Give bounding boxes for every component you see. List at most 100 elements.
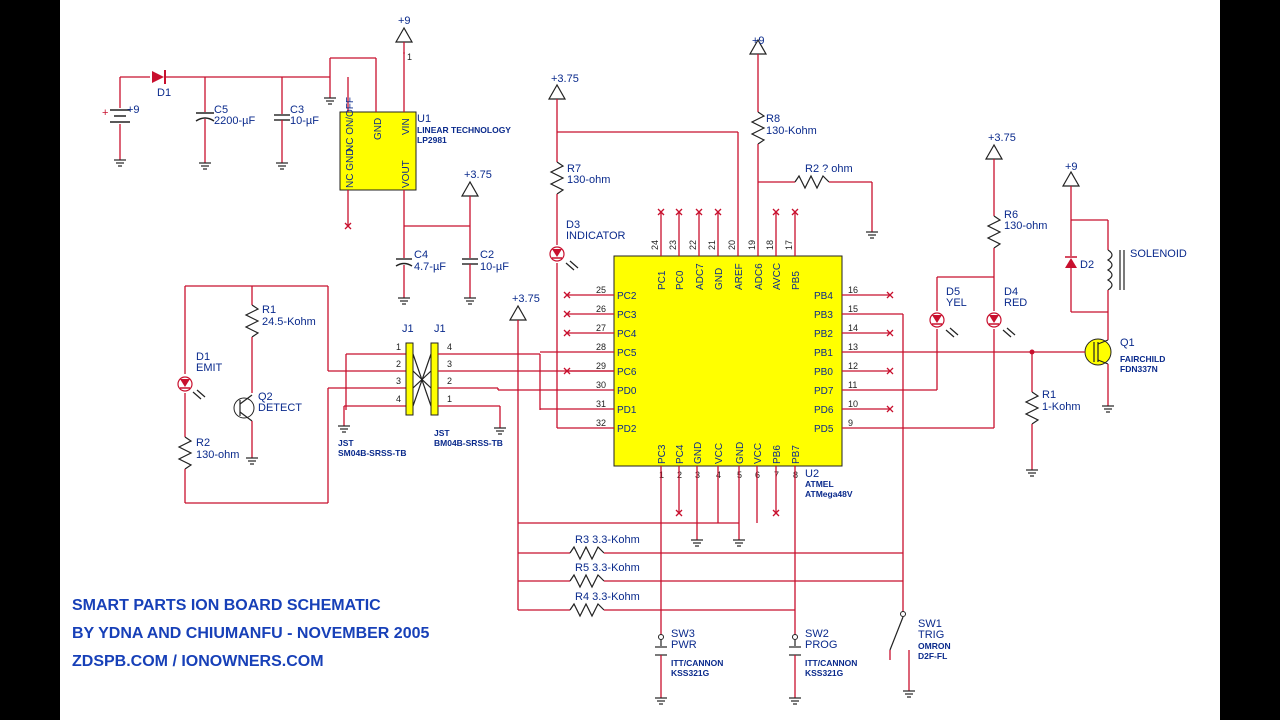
d3-label: D3 — [566, 219, 580, 231]
d5-label: D5 — [946, 286, 960, 298]
u2-pin-labels: PC124PC023ADC722GND21AREF20ADC619AVCC18P… — [498, 208, 894, 480]
jst1-part: SM04B-SRSS-TB — [338, 448, 406, 458]
u2-pin-name-avcc: AVCC — [772, 263, 783, 290]
u2-pin-num-13: 13 — [848, 342, 858, 352]
pullup-plus375-label: +3.75 — [512, 293, 540, 305]
u2-pin-name-adc7: ADC7 — [695, 263, 706, 290]
u2-pin-name-pd7: PD7 — [814, 386, 834, 397]
output-section: +3.75 R6 130-ohm D5 YEL D4 RED +9 — [842, 132, 1187, 612]
u2-pin-name-b-vcc-6: VCC — [753, 443, 764, 464]
j1-right-pin-3: 3 — [447, 359, 452, 369]
u2-pin-name-gnd: GND — [714, 268, 725, 290]
u2-pin-name-pb2: PB2 — [814, 329, 833, 340]
sw3-manufacturer: ITT/CANNON — [671, 658, 723, 668]
u2-pin-num-16: 16 — [848, 285, 858, 295]
c2-label: C2 — [480, 249, 494, 261]
u2-part: ATMega48V — [805, 489, 853, 499]
u1-label: U1 — [417, 113, 431, 125]
r8-value: 130-Kohm — [766, 125, 817, 137]
q1-part: FDN337N — [1120, 364, 1158, 374]
u1-pin-nc-onoff: NC ON/OFF — [345, 97, 356, 152]
u2-pin-num-20: 20 — [727, 240, 737, 250]
u2-pin-num-15: 15 — [848, 304, 858, 314]
u2-pin-name-pc6: PC6 — [617, 367, 637, 378]
j1-left-pin-4: 4 — [396, 394, 401, 404]
r5-label: R5 3.3-Kohm — [575, 562, 640, 574]
solenoid-plus9-label: +9 — [1065, 161, 1078, 173]
u2-pin-num-12: 12 — [848, 361, 858, 371]
j1-left-pin-2: 2 — [396, 359, 401, 369]
u2-pin-num-30: 30 — [596, 380, 606, 390]
c4-label: C4 — [414, 249, 428, 261]
jst2-part: BM04B-SRSS-TB — [434, 438, 503, 448]
u2-pin-name-b-vcc-4: VCC — [714, 443, 725, 464]
sw3-label: SW3 — [671, 628, 695, 640]
title-block: SMART PARTS ION BOARD SCHEMATIC BY YDNA … — [72, 592, 429, 676]
u2-manufacturer: ATMEL — [805, 479, 834, 489]
u2-pin-name-pd6: PD6 — [814, 405, 834, 416]
u2-pin-name-pd2: PD2 — [617, 424, 637, 435]
jst2-label: JST — [434, 428, 450, 438]
u2-pin-name-pb3: PB3 — [814, 310, 833, 321]
j1-left-pin-1: 1 — [396, 342, 401, 352]
sensor-section: R1 24.5-Kohm D1 EMIT R2 130-ohm Q2 DETEC… — [177, 285, 541, 504]
u1-regulator-body — [339, 111, 417, 191]
r4-label: R4 3.3-Kohm — [575, 591, 640, 603]
u2-pin-num-17: 17 — [784, 240, 794, 250]
mcu-u2: PC124PC023ADC722GND21AREF20ADC619AVCC18P… — [498, 35, 894, 499]
c2-value: 10-µF — [480, 261, 509, 273]
u2-pin-num-27: 27 — [596, 323, 606, 333]
u2-pin-name-pb1: PB1 — [814, 348, 833, 359]
u2-pin-num-10: 10 — [848, 399, 858, 409]
title-line-3: ZDSPB.COM / IONOWNERS.COM — [72, 653, 324, 670]
j1-left-label: J1 — [402, 323, 414, 335]
c3-value: 10-µF — [290, 115, 319, 127]
u2-pin-num-21: 21 — [707, 240, 717, 250]
u2-pin-name-b-gnd-5: GND — [735, 442, 746, 464]
u1-pin-nc-gnd: NC GND — [345, 149, 356, 188]
u2-pin-num-29: 29 — [596, 361, 606, 371]
c5-label: C5 — [214, 104, 228, 116]
u2-mcu-body — [613, 255, 843, 467]
j1-right-label: J1 — [434, 323, 446, 335]
u2-pin-name-adc6: ADC6 — [754, 263, 765, 290]
u2-pin-name-pd5: PD5 — [814, 424, 834, 435]
u2-pin-name-b-pb7-8: PB7 — [791, 445, 802, 464]
r3-label: R3 3.3-Kohm — [575, 534, 640, 546]
q1-manufacturer: FAIRCHILD — [1120, 354, 1165, 364]
title-line-2: BY YDNA AND CHIUMANFU - NOVEMBER 2005 — [72, 625, 430, 642]
r1-label: R1 — [262, 304, 276, 316]
r7-value: 130-ohm — [567, 174, 610, 186]
u1-pin-vin: VIN — [401, 118, 412, 135]
svg-text:+: + — [102, 107, 108, 119]
u2-pin-name-pb0: PB0 — [814, 367, 833, 378]
jst1-label: JST — [338, 438, 354, 448]
d1-top-label: D1 — [157, 87, 171, 99]
sw2-label: SW2 — [805, 628, 829, 640]
led-plus375-label: +3.75 — [988, 132, 1016, 144]
u2-pin-name-pb5: PB5 — [791, 271, 802, 290]
power-section: + +9 D1 C5 2200-µF C3 10-µF NC ON — [102, 15, 511, 305]
c4-value: 4.7-µF — [414, 261, 446, 273]
u2-pin-num-14: 14 — [848, 323, 858, 333]
u2-pin-num-18: 18 — [765, 240, 775, 250]
d4-name: RED — [1004, 297, 1027, 309]
u2-pin-num-9: 9 — [848, 418, 853, 428]
u2-pin-name-pc5: PC5 — [617, 348, 637, 359]
q2-label: Q2 — [258, 391, 273, 403]
u1-vin-pin-number: 1 — [407, 52, 412, 62]
solenoid-label: SOLENOID — [1130, 248, 1187, 260]
r2-value: 130-ohm — [196, 449, 239, 461]
u1-pin-gnd: GND — [373, 118, 384, 140]
u1-part: LP2981 — [417, 135, 447, 145]
u2-pin-num-23: 23 — [668, 240, 678, 250]
u2-pin-name-b-gnd-3: GND — [693, 442, 704, 464]
j1-right-pin-1: 1 — [447, 394, 452, 404]
u2-pin-name-aref: AREF — [734, 263, 745, 290]
r1b-label: R1 — [1042, 389, 1056, 401]
d2-label: D2 — [1080, 259, 1094, 271]
battery-label: +9 — [127, 104, 140, 116]
sw1-part: D2F-FL — [918, 651, 947, 661]
u2-pin-num-28: 28 — [596, 342, 606, 352]
